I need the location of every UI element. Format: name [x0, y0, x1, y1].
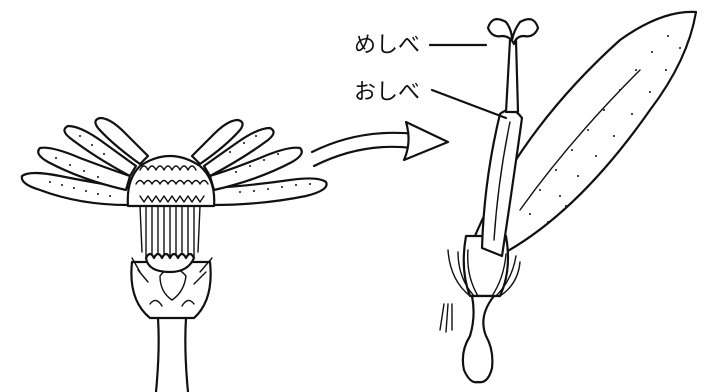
magnify-arrow	[312, 122, 448, 166]
label-stamen: おしべ	[354, 80, 506, 118]
pistil-label: めしべ	[354, 33, 420, 58]
single-floret-enlarged	[440, 12, 696, 382]
label-pistil: めしべ	[354, 33, 486, 58]
disc-florets	[128, 156, 214, 272]
stamen-label: おしべ	[354, 80, 420, 105]
flower-head-cross-section	[22, 118, 327, 392]
